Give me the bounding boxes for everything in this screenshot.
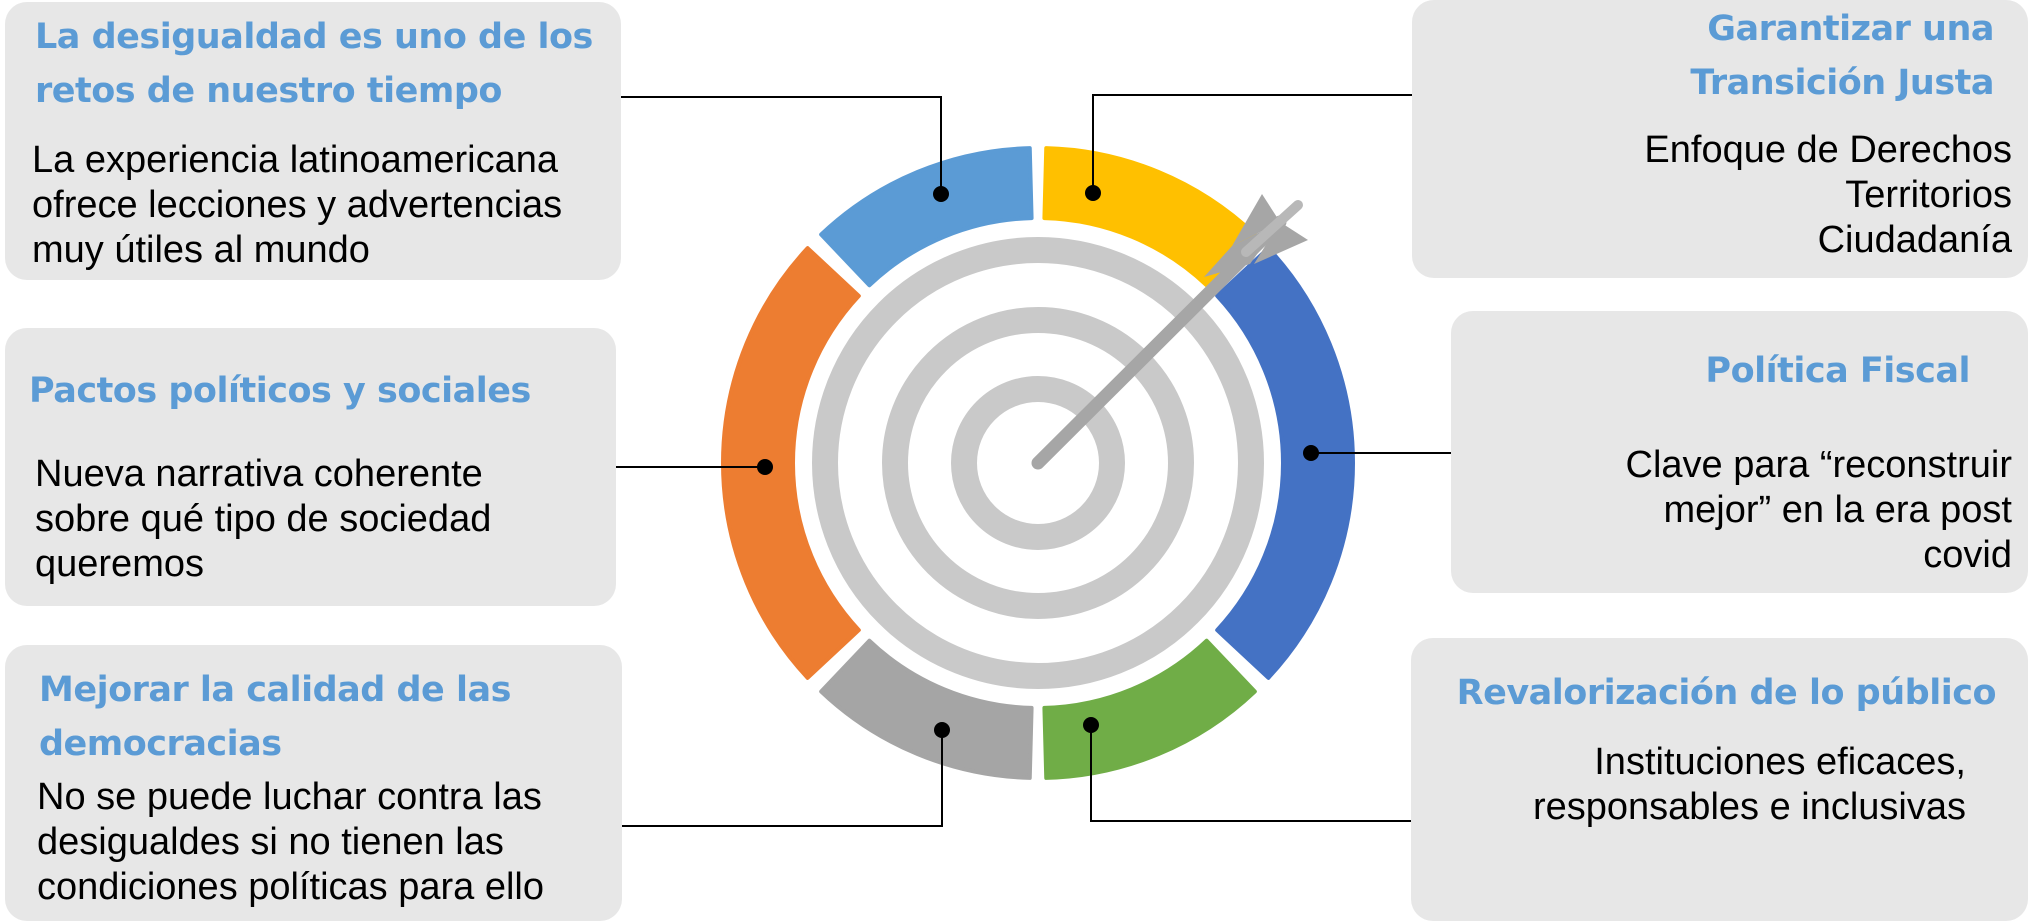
box-democracias: Mejorar la calidad de las democracias No… (5, 645, 622, 921)
connector-desigualdad (621, 96, 942, 194)
connector-dot (1303, 445, 1319, 461)
box-body: La experiencia latinoamericana ofrece le… (32, 139, 563, 271)
target-ring-middle (882, 307, 1194, 619)
ring-segment-orange (721, 246, 861, 680)
box-body: Enfoque de Derechos Territorios Ciudadan… (1644, 129, 2012, 261)
box-body: Nueva narrativa coherente sobre qué tipo… (35, 453, 492, 585)
target-ring-outer (812, 237, 1264, 689)
connector-publico (1090, 725, 1411, 822)
box-title: Mejorar la calidad de las democracias (39, 670, 511, 764)
arrow-icon (1031, 194, 1308, 470)
box-title: La desigualdad es uno de los retos de nu… (35, 17, 593, 111)
ring-segments (721, 146, 1356, 780)
ring-segment-light-blue (819, 146, 1034, 288)
connector-transicion (1092, 94, 1412, 193)
connector-dot (1085, 185, 1101, 201)
box-body: Instituciones eficaces, responsables e i… (1532, 741, 1966, 828)
target-icon (812, 237, 1264, 689)
box-title: Revalorización de lo público (1456, 673, 1997, 713)
box-title: Política Fiscal (1705, 351, 1970, 391)
ring-segment-dark-blue (1215, 246, 1356, 680)
target-ring-inner (951, 376, 1125, 550)
box-desigualdad: La desigualdad es uno de los retos de nu… (5, 2, 621, 280)
box-publico: Revalorización de lo público Institucion… (1411, 638, 2028, 921)
box-title: Pactos políticos y sociales (29, 371, 531, 411)
connector-dot (1083, 717, 1099, 733)
ring-segment-green (1042, 638, 1257, 780)
box-fiscal: Política Fiscal Clave para “reconstruir … (1451, 311, 2028, 593)
box-title: Garantizar una Transición Justa (1690, 9, 1994, 103)
box-body: Clave para “reconstruir mejor” en la era… (1625, 444, 2012, 576)
connector-dot (933, 186, 949, 202)
connector-democracias (622, 730, 943, 827)
box-transicion: Garantizar una Transición Justa Enfoque … (1412, 0, 2028, 278)
connector-dot (757, 459, 773, 475)
box-pactos: Pactos políticos y sociales Nueva narrat… (5, 328, 616, 606)
ring-segment-gray (819, 638, 1034, 780)
box-body: No se puede luchar contra las desigualde… (37, 776, 544, 908)
connector-dot (934, 722, 950, 738)
